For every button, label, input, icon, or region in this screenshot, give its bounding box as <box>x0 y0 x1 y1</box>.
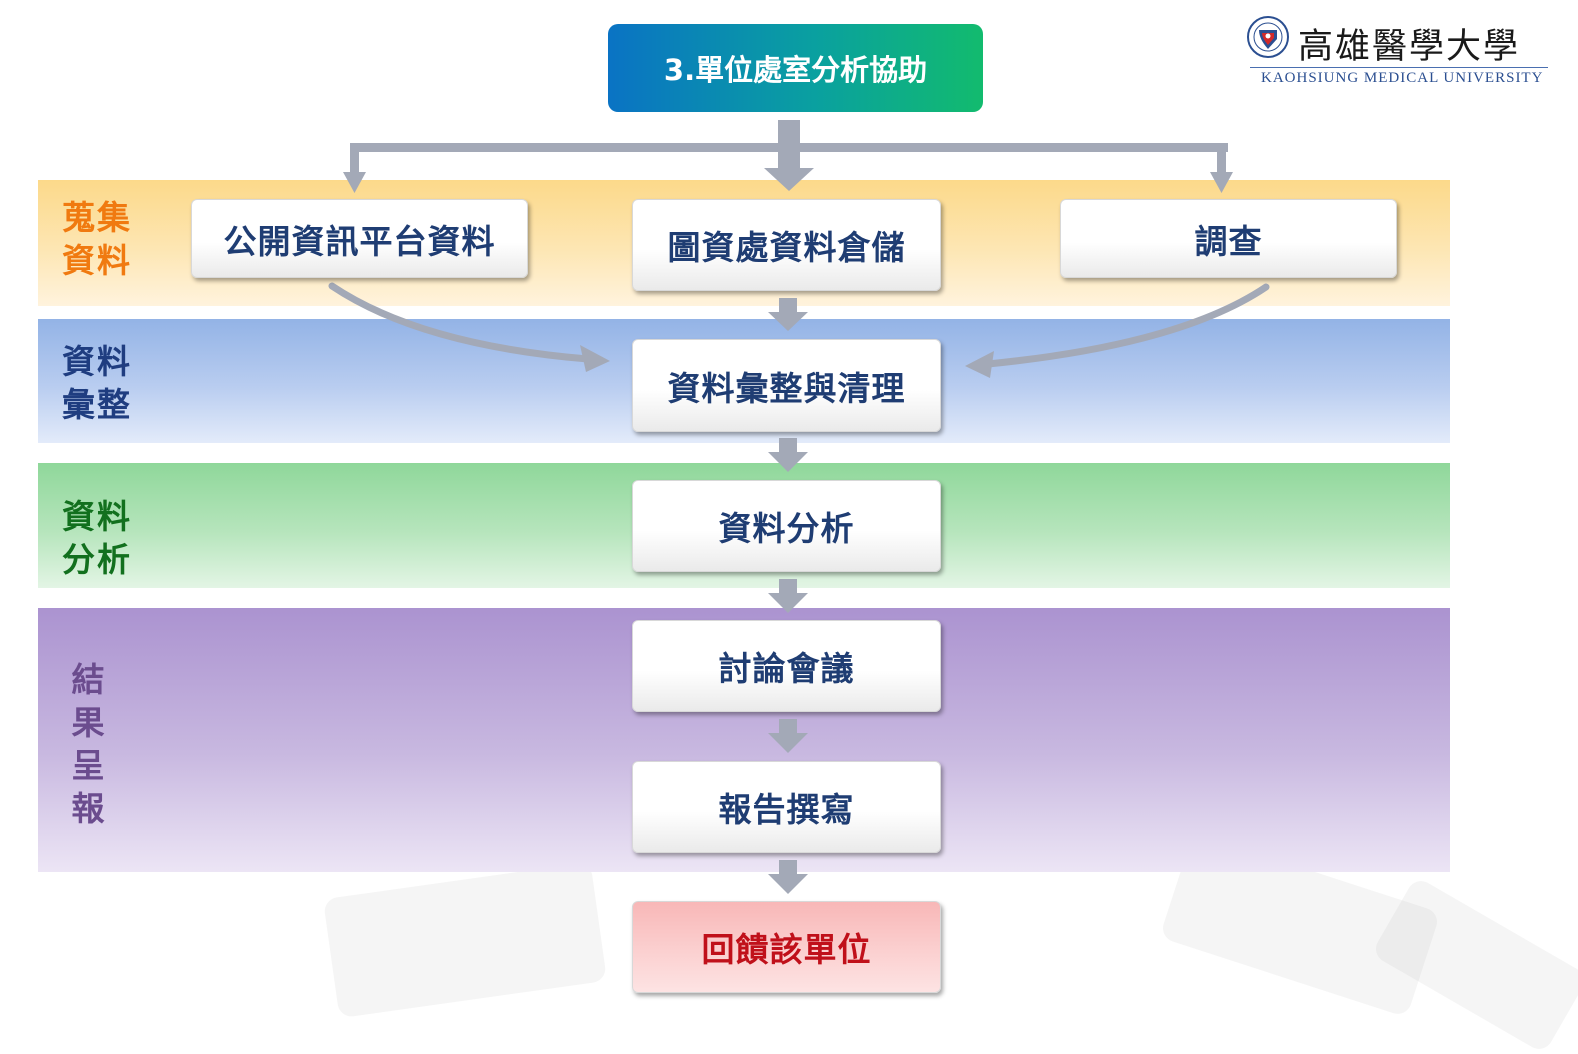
arrow-step-4-stem <box>779 719 797 735</box>
arrow-curve-left <box>328 282 592 363</box>
arrow-right-stem <box>1217 143 1226 179</box>
title-box: 3.單位處室分析協助 <box>608 24 983 112</box>
band-label-analyze: 資料 分析 <box>62 497 132 579</box>
arrow-step-3-stem <box>779 579 797 595</box>
arrow-step-3-head <box>768 593 808 613</box>
logo-chinese-name: 高雄醫學大學 <box>1298 27 1521 67</box>
logo-english-name: KAOHSIUNG MEDICAL UNIVERSITY <box>1261 70 1544 86</box>
box-public-info-platform: 公開資訊平台資料 <box>191 199 528 278</box>
university-logo: 高雄醫學大學 KAOHSIUNG MEDICAL UNIVERSITY <box>1246 10 1556 92</box>
arrow-right-head <box>1210 172 1233 193</box>
band-label-integrate: 資料 彙整 <box>62 342 132 424</box>
box-survey: 調查 <box>1060 199 1397 278</box>
band-label-report: 結 果 呈 報 <box>71 660 107 828</box>
box-data-cleaning: 資料彙整與清理 <box>632 339 941 432</box>
logo-divider <box>1250 67 1548 68</box>
arrow-step-5-head <box>768 874 808 894</box>
arrow-curve-right-head <box>965 351 994 378</box>
arrow-step-5-stem <box>779 860 797 876</box>
arrow-step-4-head <box>768 733 808 753</box>
flow-arrows <box>328 120 1270 894</box>
diagram-canvas: 蒐集 資料 資料 彙整 資料 分析 結 果 呈 報 <box>38 10 1556 993</box>
arrow-step-1-head <box>768 312 808 331</box>
arrow-split-line <box>350 143 1228 152</box>
university-seal-icon <box>1247 16 1289 58</box>
box-report-writing: 報告撰寫 <box>632 761 941 853</box>
arrow-left-stem <box>350 143 359 179</box>
band-label-collect: 蒐集 資料 <box>62 198 132 280</box>
arrow-top-head <box>764 168 814 191</box>
arrow-left-head <box>343 172 366 193</box>
arrow-curve-right <box>984 283 1270 368</box>
arrow-step-1-stem <box>779 298 797 314</box>
arrow-step-2-stem <box>779 438 797 454</box>
box-data-warehouse: 圖資處資料倉儲 <box>632 199 941 291</box>
box-discussion-meeting: 討論會議 <box>632 620 941 712</box>
box-feedback-unit: 回饋該單位 <box>632 901 941 993</box>
arrow-curve-left-head <box>580 345 610 372</box>
arrow-step-2-head <box>768 452 808 472</box>
box-data-analysis: 資料分析 <box>632 480 941 572</box>
